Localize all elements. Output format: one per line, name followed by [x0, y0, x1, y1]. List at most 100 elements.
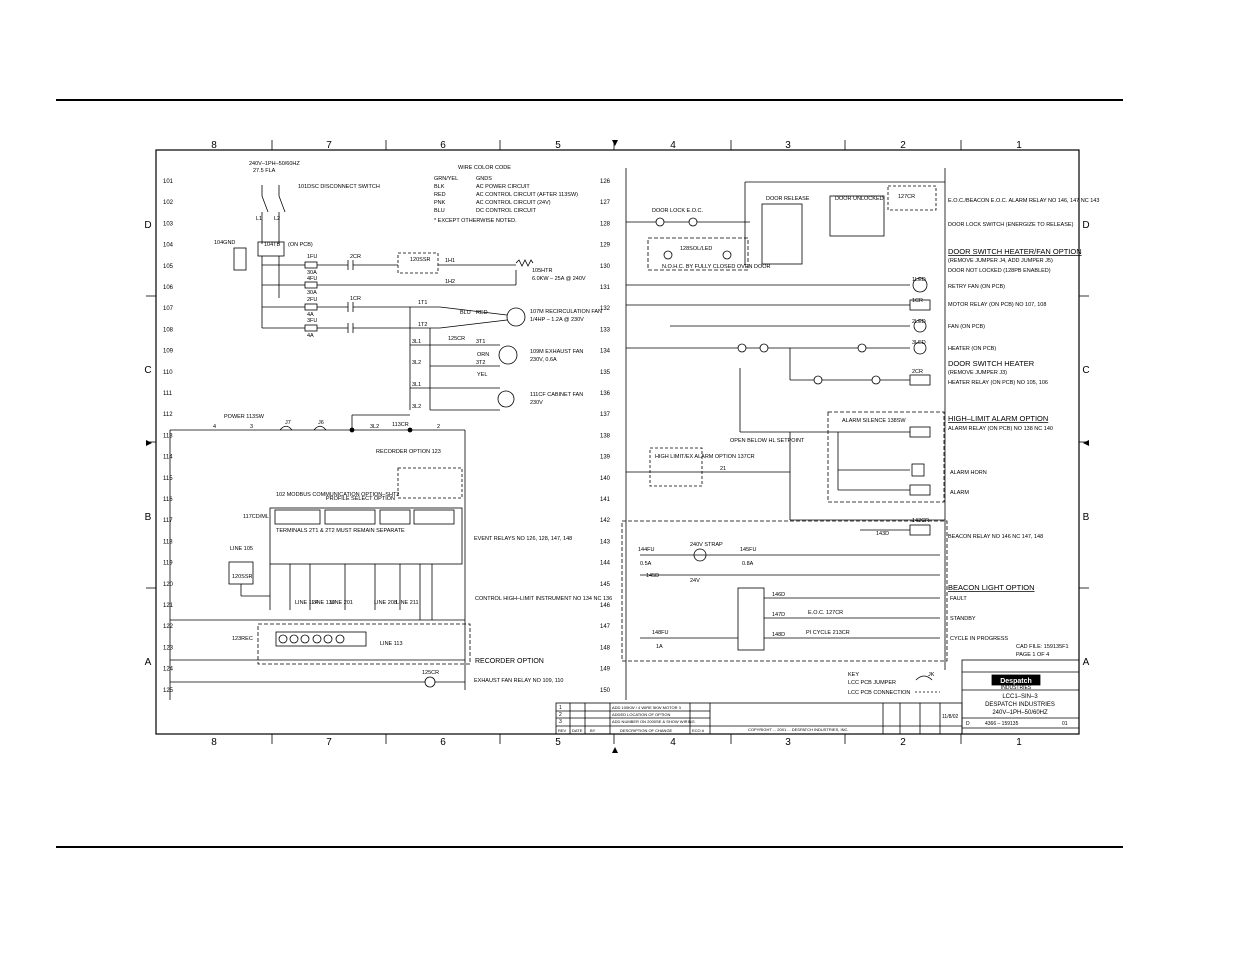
date-label: 11/8/02	[942, 714, 959, 720]
heater-desc: 6.0KW – 25A @ 240V	[532, 276, 586, 282]
alarm-horn-label: ALARM HORN	[950, 470, 987, 476]
ctrl-113cr: 113CR	[392, 422, 409, 428]
wire-3l2-b: 3L2	[412, 404, 421, 410]
num-143cr: 143CR	[912, 518, 929, 524]
row-right-a: A	[1083, 657, 1090, 668]
row-left-c: C	[144, 365, 151, 376]
door-sw-option-title: DOOR SWITCH HEATER/FAN OPTION	[948, 247, 1082, 256]
col-bottom-7: 7	[326, 737, 332, 748]
ssr-label: 120SSR	[410, 257, 431, 263]
line-211-label: LINE 211	[396, 600, 419, 606]
on-pcb-label: (ON PCB)	[288, 242, 313, 248]
line-number-141: 141	[600, 497, 611, 503]
num-21: 21	[720, 466, 726, 472]
col-top-8: 8	[211, 140, 217, 151]
drawing-frame	[155, 149, 1080, 735]
line-number-103: 103	[163, 221, 174, 227]
col-top-7: 7	[326, 140, 332, 151]
hl-ex-label: HIGH LIMIT/EX ALARM OPTION 137CR	[655, 454, 755, 460]
wire-3t2: 3T2	[476, 360, 485, 366]
line-number-126: 126	[600, 179, 611, 185]
row-left-b: B	[145, 512, 152, 523]
col-top-2: 2	[900, 140, 906, 151]
door-lock-label: DOOR LOCK E.O.C.	[652, 208, 704, 214]
rev-3-desc: ADD NUMBER ON 2000SE & SHOW WIRING	[612, 719, 695, 724]
exh-relay-label: EXHAUST FAN RELAY NO 109, 110	[474, 678, 563, 684]
color-note: * EXCEPT OTHERWISE NOTED.	[434, 218, 517, 224]
line-number-112: 112	[163, 412, 173, 418]
line-number-139: 139	[600, 455, 611, 461]
recorder-label: 123REC	[232, 636, 253, 642]
ctrl-4: 4	[213, 424, 216, 430]
line-number-120: 120	[163, 582, 174, 588]
beacon-option-title: BEACON LIGHT OPTION	[948, 583, 1035, 592]
motor-relay-label: MOTOR RELAY (ON PCB) NO 107, 108	[948, 302, 1046, 308]
heater-title: 105HTR	[532, 268, 553, 274]
line-number-119: 119	[163, 561, 173, 567]
line-numbers-right: 1261271281291301311321331341351361371381…	[600, 179, 611, 694]
num-146d: 146D	[772, 592, 785, 598]
row-left-d: D	[144, 220, 151, 231]
rec-fan-desc: 1/4HP – 1.2A @ 230V	[530, 317, 584, 323]
wire-blu: BLU	[460, 310, 471, 316]
fuse-2fu-rating: 4A	[307, 312, 314, 318]
sensor-label: 120SSR	[232, 574, 253, 580]
color-code-3-color: PNK	[434, 200, 446, 206]
event-relays-label: EVENT RELAYS NO 126, 128, 147, 148	[474, 536, 572, 542]
led-3led: 3LED	[912, 340, 926, 346]
company-logo: Despatch	[1000, 678, 1032, 685]
beacon-relay-label: BEACON RELAY NO 146 NC 147, 148	[948, 534, 1043, 540]
alarm-relay-label: ALARM RELAY (ON PCB) NO 138 NC 140	[948, 426, 1053, 432]
modbus-title: 102 MODBUS COMMUNICATION OPTION–SHT2	[276, 492, 399, 498]
rev-2-no: 2	[559, 712, 562, 718]
line-number-150: 150	[600, 688, 611, 694]
num-147d: 147D	[772, 612, 785, 618]
wire-125cr: 125CR	[448, 336, 465, 342]
col-by: BY	[590, 728, 596, 733]
disconnect-label: 101DSC DISCONNECT SWITCH	[298, 184, 380, 190]
line-number-132: 132	[600, 306, 611, 312]
line-number-134: 134	[600, 349, 611, 355]
col-eco: ECO #	[692, 728, 705, 733]
line-number-113: 113	[163, 433, 173, 439]
open-below-label: OPEN BELOW HL SETPOINT	[730, 438, 805, 444]
led-1led: 1LED	[912, 277, 926, 283]
line-208-label: LINE 208	[374, 600, 397, 606]
exh-fan-desc: 230V, 0.6A	[530, 357, 557, 363]
dwg-no: 4366 – 159135	[985, 721, 1019, 727]
hl-option-title: HIGH–LIMIT ALARM OPTION	[948, 414, 1048, 423]
left-wiring	[169, 185, 534, 700]
color-code-0-color: GRN/YEL	[434, 176, 458, 182]
line-number-149: 149	[600, 667, 611, 673]
col-top-3: 3	[785, 140, 791, 151]
title-line3: 240V–1PH–50/60HZ	[992, 710, 1048, 716]
ctrl-3: 3	[250, 424, 253, 430]
eoc-relay-tag: 127CR	[898, 194, 915, 200]
ctrl-3l2: 3L2	[370, 424, 379, 430]
line-number-147: 147	[600, 624, 611, 630]
line-number-111: 111	[163, 391, 173, 397]
line-number-129: 129	[600, 243, 611, 249]
wire-1h2: 1H2	[445, 279, 455, 285]
led-1cr: 1CR	[912, 298, 923, 304]
line-number-146: 146	[600, 603, 611, 609]
wire-3l2: 3L2	[412, 360, 421, 366]
row-right-b: B	[1083, 512, 1090, 523]
modbus-note: TERMINALS 2T1 & 2T2 MUST REMAIN SEPARATE	[276, 528, 405, 534]
fuse-148fu: 148FU	[652, 630, 669, 636]
line-number-138: 138	[600, 433, 611, 439]
line-number-128: 128	[600, 221, 611, 227]
control-hl-label: CONTROL HIGH–LIMIT INSTRUMENT NO 134 NC …	[475, 596, 612, 602]
line-number-131: 131	[600, 285, 611, 291]
col-bottom-3: 3	[785, 737, 791, 748]
col-top-5: 5	[555, 140, 561, 151]
copyright: COPYRIGHT ... 2001 ... DESPATCH INDUSTRI…	[748, 727, 848, 732]
line-number-101: 101	[163, 179, 174, 185]
line-number-109: 109	[163, 349, 174, 355]
color-code-3-use: AC CONTROL CIRCUIT (24V)	[476, 200, 551, 206]
key-jumper: LCC PCB JUMPER	[848, 680, 896, 686]
door-unlocked-label: DOOR UNLOCKED	[835, 196, 884, 202]
center-arrows	[146, 140, 1089, 753]
color-code-4-color: BLU	[434, 208, 445, 214]
fuse-1fu: 1FU	[307, 254, 317, 260]
